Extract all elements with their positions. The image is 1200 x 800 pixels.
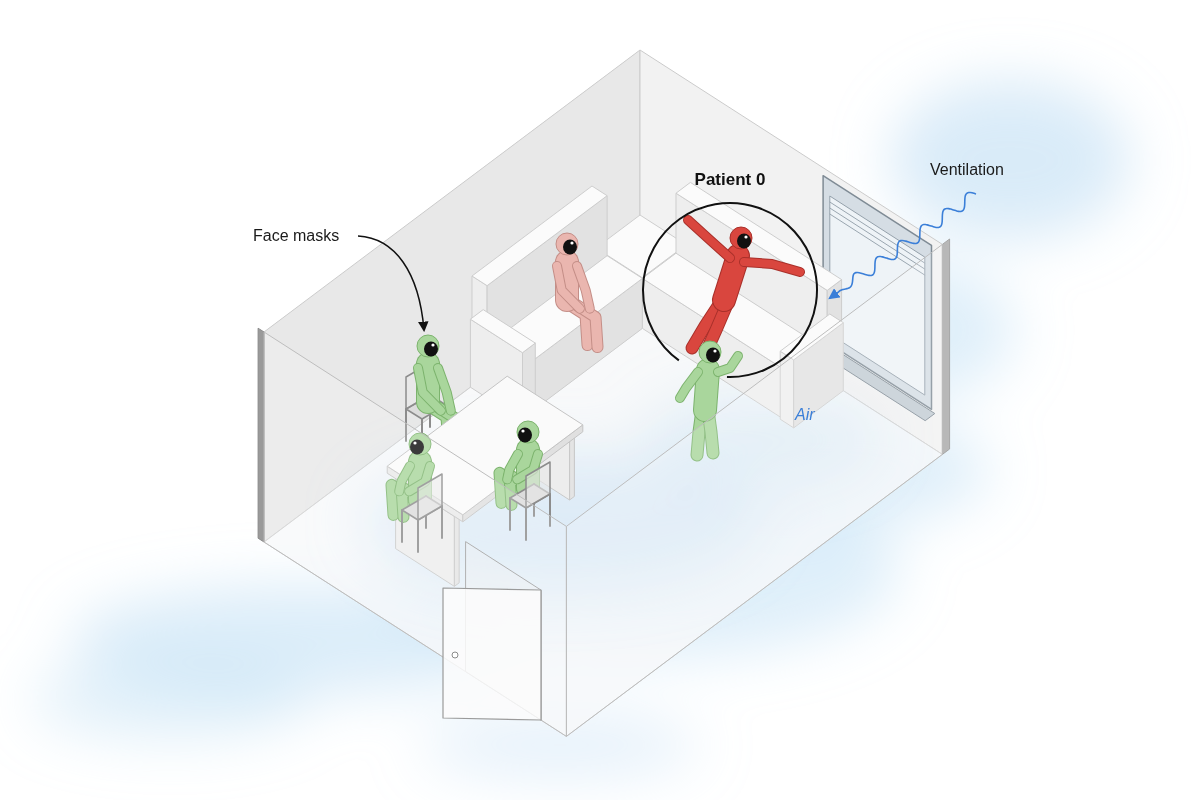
leader-arrow bbox=[358, 236, 424, 330]
heading-holder: Patient 0 bbox=[642, 170, 818, 190]
body-part bbox=[577, 266, 590, 309]
door-knob bbox=[452, 652, 458, 658]
body-outline bbox=[744, 262, 800, 272]
label-holder: Air bbox=[795, 406, 815, 424]
body-outline bbox=[438, 368, 451, 411]
label-holder: Ventilation bbox=[930, 161, 1004, 179]
face-mask bbox=[706, 348, 720, 363]
circle-outline bbox=[640, 200, 820, 380]
face-mask bbox=[518, 428, 532, 443]
body-outline bbox=[688, 220, 730, 258]
leaders bbox=[358, 192, 976, 330]
face-mask bbox=[424, 342, 438, 357]
wall-end bbox=[942, 239, 949, 454]
mask-glint bbox=[744, 235, 747, 238]
mask-glint bbox=[431, 343, 434, 346]
head bbox=[517, 421, 539, 443]
head bbox=[556, 233, 578, 255]
mask-glint bbox=[521, 429, 524, 432]
circle-arc bbox=[643, 203, 817, 377]
window-blind bbox=[830, 214, 925, 275]
body-part bbox=[744, 262, 800, 272]
air-label: Air bbox=[795, 406, 815, 424]
body-outline bbox=[718, 356, 738, 372]
ventilation-arrow bbox=[830, 192, 976, 298]
mask-glint bbox=[570, 241, 573, 244]
sofa-arm bbox=[470, 310, 535, 353]
face-mask bbox=[563, 240, 577, 255]
front-right-wall bbox=[566, 244, 942, 736]
label-holder: Face masks bbox=[253, 227, 339, 245]
window-blind bbox=[830, 202, 925, 263]
body-part bbox=[438, 368, 451, 411]
air-cloud bbox=[30, 660, 310, 740]
callout-label: Ventilation bbox=[930, 161, 1004, 179]
front-walls bbox=[264, 244, 942, 736]
body-part bbox=[705, 370, 708, 410]
air-cloud bbox=[890, 80, 1130, 240]
callout-label: Face masks bbox=[253, 227, 339, 245]
head bbox=[417, 335, 439, 357]
chair-back bbox=[526, 462, 550, 508]
body-outline bbox=[577, 266, 590, 309]
wall-end bbox=[258, 328, 264, 542]
highlight-circle: Patient 0 bbox=[642, 202, 818, 378]
body-outline bbox=[680, 372, 698, 398]
body-part bbox=[718, 356, 738, 372]
window-blind bbox=[830, 208, 925, 269]
front-left-wall bbox=[264, 332, 566, 736]
head bbox=[730, 227, 752, 249]
mask-glint bbox=[713, 349, 716, 352]
body-part bbox=[680, 372, 698, 398]
room bbox=[258, 50, 950, 736]
door-leaf bbox=[443, 588, 541, 720]
node-heading: Patient 0 bbox=[695, 170, 766, 190]
head bbox=[699, 341, 721, 363]
face-mask bbox=[737, 234, 751, 249]
body-outline bbox=[705, 370, 708, 410]
body-part bbox=[688, 220, 730, 258]
